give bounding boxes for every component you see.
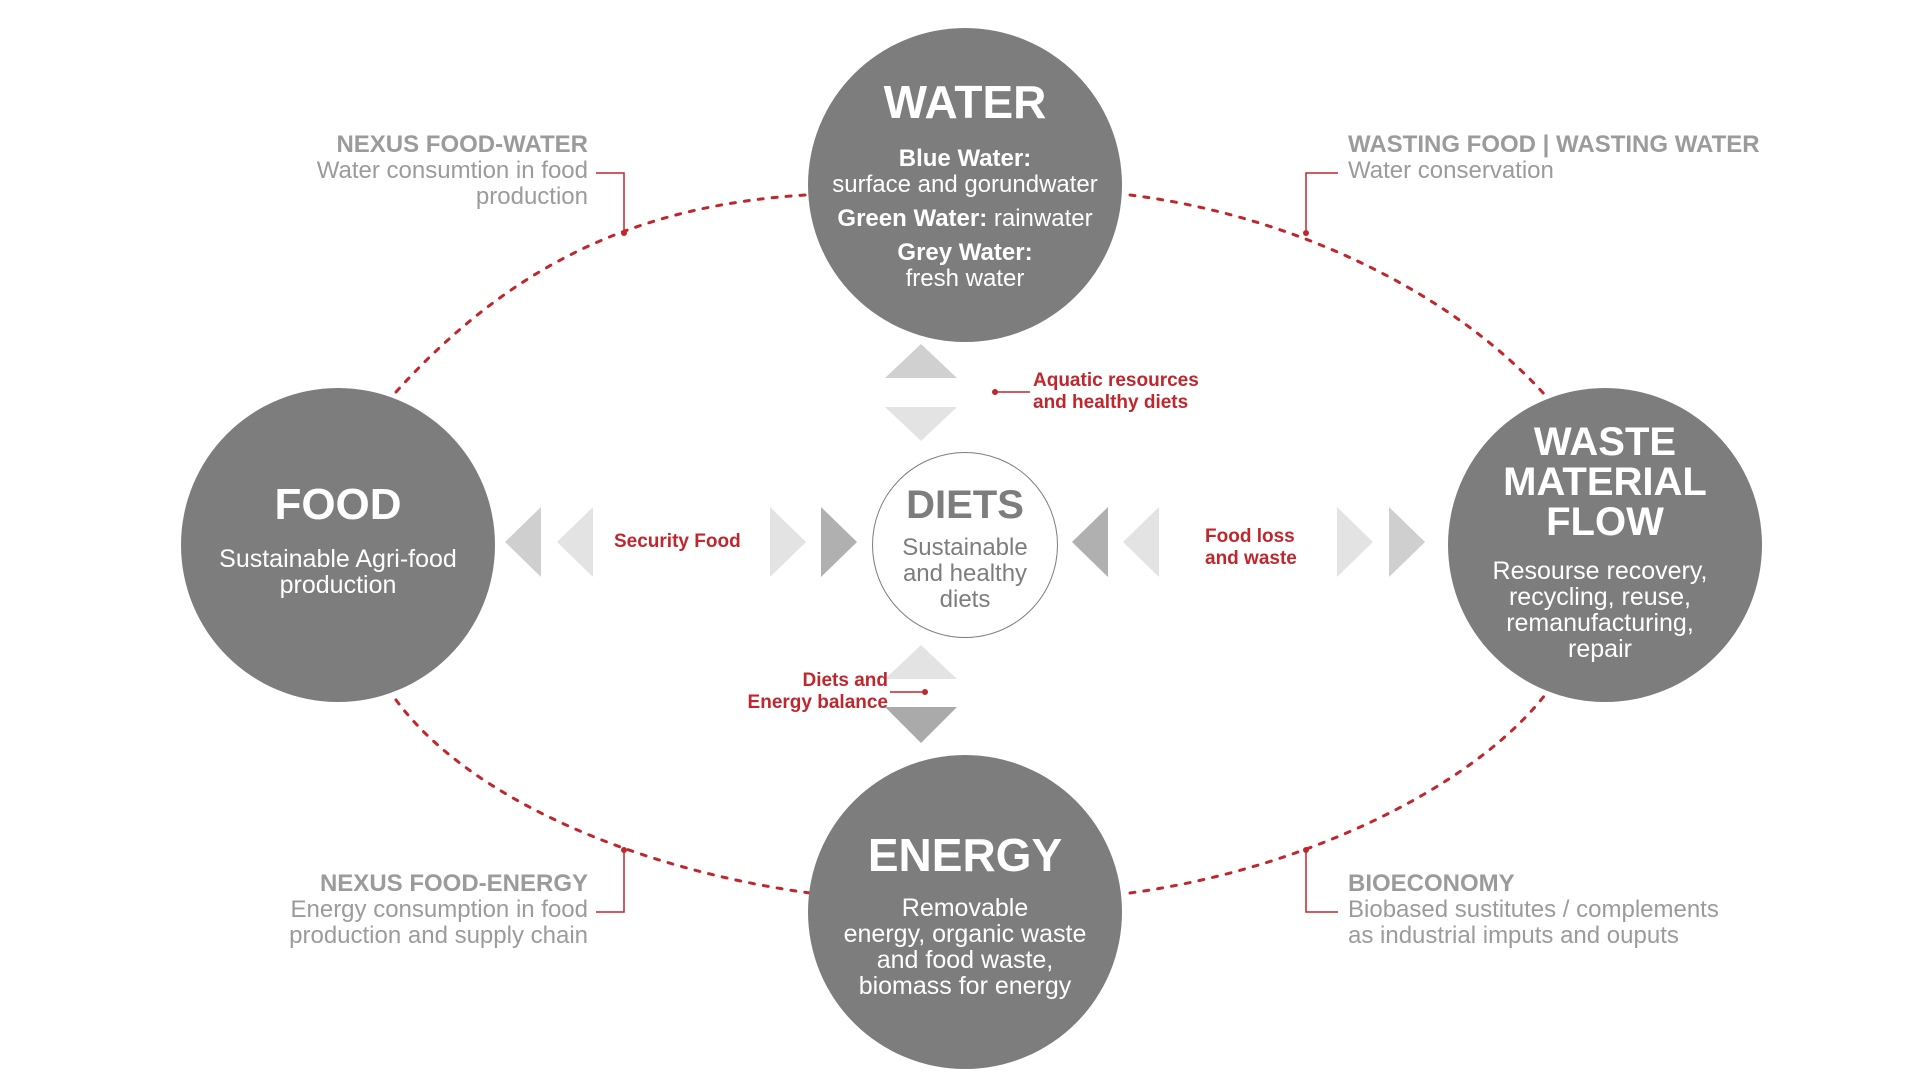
- link-foodloss-line-2: and waste: [1205, 548, 1297, 569]
- diets-line-3: diets: [939, 586, 991, 613]
- arrow-down-to-diets: [885, 407, 957, 441]
- water-node: WATER Blue Water: surface and gorundwate…: [808, 28, 1122, 342]
- waste-line-2: recycling, reuse,: [1508, 583, 1692, 611]
- diets-title: DIETS: [906, 483, 1024, 527]
- waste-line-4: repair: [1568, 635, 1632, 663]
- arrow-right-secondary-diets: [770, 507, 806, 577]
- food-node: FOOD Sustainable Agri-food production: [181, 388, 495, 702]
- arrow-up-to-water: [885, 344, 957, 378]
- grey-water-label: Grey Water:: [897, 239, 1033, 266]
- leader-dot-food-water: [621, 230, 627, 236]
- water-title: WATER: [883, 76, 1047, 128]
- waste-details: Resourse recovery, recycling, reuse, rem…: [1438, 558, 1762, 662]
- nexus-food-water-line-1: Water consumtion in food: [316, 157, 588, 184]
- nexus-food-water-line-2: production: [475, 183, 588, 210]
- energy-details: Removable energy, organic waste and food…: [808, 895, 1122, 999]
- nexus-wasting-title: WASTING FOOD | WASTING WATER: [1348, 131, 1760, 158]
- arrow-down-to-energy: [885, 707, 957, 743]
- waste-title: WASTE MATERIAL FLOW: [1448, 422, 1762, 542]
- arrow-right-to-diets: [821, 507, 857, 577]
- dotted-arc-food-water: [394, 193, 807, 394]
- nexus-food-water: NEXUS FOOD-WATER Water consumtion in foo…: [317, 132, 588, 210]
- link-aquatic: Aquatic resources and healthy diets: [1033, 370, 1199, 414]
- nexus-bioeconomy: BIOECONOMY Biobased sustitutes / complem…: [1348, 871, 1719, 949]
- leader-dot-food-energy: [621, 847, 627, 853]
- link-energy-balance-line-1: Diets and: [802, 670, 888, 691]
- arrow-right-secondary-waste: [1337, 507, 1373, 577]
- nexus-wasting-line-1: Water conservation: [1348, 157, 1554, 184]
- grey-water-text: fresh water: [905, 265, 1025, 292]
- food-details: Sustainable Agri-food production: [181, 546, 495, 598]
- link-aquatic-line-1: Aquatic resources: [1033, 370, 1199, 391]
- food-title: FOOD: [274, 480, 402, 529]
- nexus-bioeconomy-line-1: Biobased sustitutes / complements: [1348, 896, 1719, 923]
- nexus-bioeconomy-line-2: as industrial imputs and ouputs: [1348, 922, 1679, 949]
- diets-details: Sustainable and healthy diets: [873, 535, 1057, 613]
- diets-line-2: and healthy: [902, 560, 1028, 587]
- blue-water-text: surface and gorundwater: [832, 171, 1098, 198]
- dotted-arc-water-waste: [1128, 193, 1547, 397]
- link-security-line-1: Security Food: [614, 531, 741, 552]
- green-water-label: Green Water:: [837, 205, 988, 232]
- energy-title: ENERGY: [867, 829, 1063, 881]
- blue-water-label: Blue Water:: [898, 145, 1032, 172]
- nexus-bioeconomy-title: BIOECONOMY: [1348, 870, 1515, 897]
- link-energy-balance-line-2: Energy balance: [747, 692, 888, 713]
- link-aquatic-line-2: and healthy diets: [1033, 392, 1189, 413]
- nexus-food-energy-line-2: production and supply chain: [289, 922, 588, 949]
- leader-dot-wasting: [1303, 230, 1309, 236]
- arrow-left-secondary-food: [557, 507, 593, 577]
- nexus-food-energy-line-1: Energy consumption in food: [290, 896, 588, 923]
- nexus-food-energy-title: NEXUS FOOD-ENERGY: [319, 870, 588, 897]
- waste-title-line-3: FLOW: [1546, 500, 1664, 544]
- dotted-arc-food-energy: [394, 698, 812, 895]
- waste-title-line-1: WASTE: [1533, 420, 1677, 464]
- nexus-food-energy: NEXUS FOOD-ENERGY Energy consumption in …: [289, 871, 588, 949]
- energy-line-2: energy, organic waste: [843, 920, 1087, 948]
- green-water-line: Green Water: rainwater: [808, 206, 1122, 232]
- arrow-up-to-diets: [885, 645, 957, 679]
- leader-dot-energy-balance: [922, 689, 928, 695]
- waste-node: WASTE MATERIAL FLOW Resourse recovery, r…: [1448, 388, 1762, 702]
- energy-line-3: and food waste,: [876, 946, 1054, 974]
- nexus-food-water-title: NEXUS FOOD-WATER: [336, 131, 588, 158]
- leader-food-energy: [596, 850, 625, 913]
- dotted-arc-energy-waste: [1128, 693, 1547, 895]
- link-energy-balance: Diets and Energy balance: [748, 670, 888, 714]
- waste-line-3: remanufacturing,: [1506, 609, 1694, 637]
- energy-line-1: Removable: [901, 894, 1029, 922]
- diets-node: DIETS Sustainable and healthy diets: [872, 452, 1058, 638]
- waste-line-1: Resourse recovery,: [1492, 557, 1708, 585]
- link-foodloss: Food loss and waste: [1205, 526, 1297, 570]
- leader-wasting: [1305, 172, 1338, 233]
- nexus-wasting: WASTING FOOD | WASTING WATER Water conse…: [1348, 132, 1760, 184]
- energy-line-4: biomass for energy: [858, 972, 1072, 1000]
- food-line-2: production: [279, 571, 397, 599]
- food-line-1: Sustainable Agri-food: [219, 545, 457, 573]
- water-details: Blue Water: surface and gorundwater Gree…: [808, 146, 1122, 292]
- link-security: Security Food: [614, 531, 741, 553]
- link-foodloss-line-1: Food loss: [1205, 526, 1295, 547]
- green-water-text: rainwater: [987, 205, 1093, 232]
- arrow-right-to-waste: [1389, 507, 1425, 577]
- energy-node: ENERGY Removable energy, organic waste a…: [808, 755, 1122, 1069]
- leader-dot-aquatic: [992, 389, 998, 395]
- leader-food-water: [596, 172, 625, 233]
- arrow-left-secondary-diets: [1123, 507, 1159, 577]
- leader-bioeconomy: [1305, 850, 1338, 913]
- diets-line-1: Sustainable: [902, 534, 1028, 561]
- arrow-left-to-food: [505, 507, 541, 577]
- waste-title-line-2: MATERIAL: [1503, 460, 1707, 504]
- leader-dot-bioeconomy: [1303, 847, 1309, 853]
- arrow-left-to-diets: [1072, 507, 1108, 577]
